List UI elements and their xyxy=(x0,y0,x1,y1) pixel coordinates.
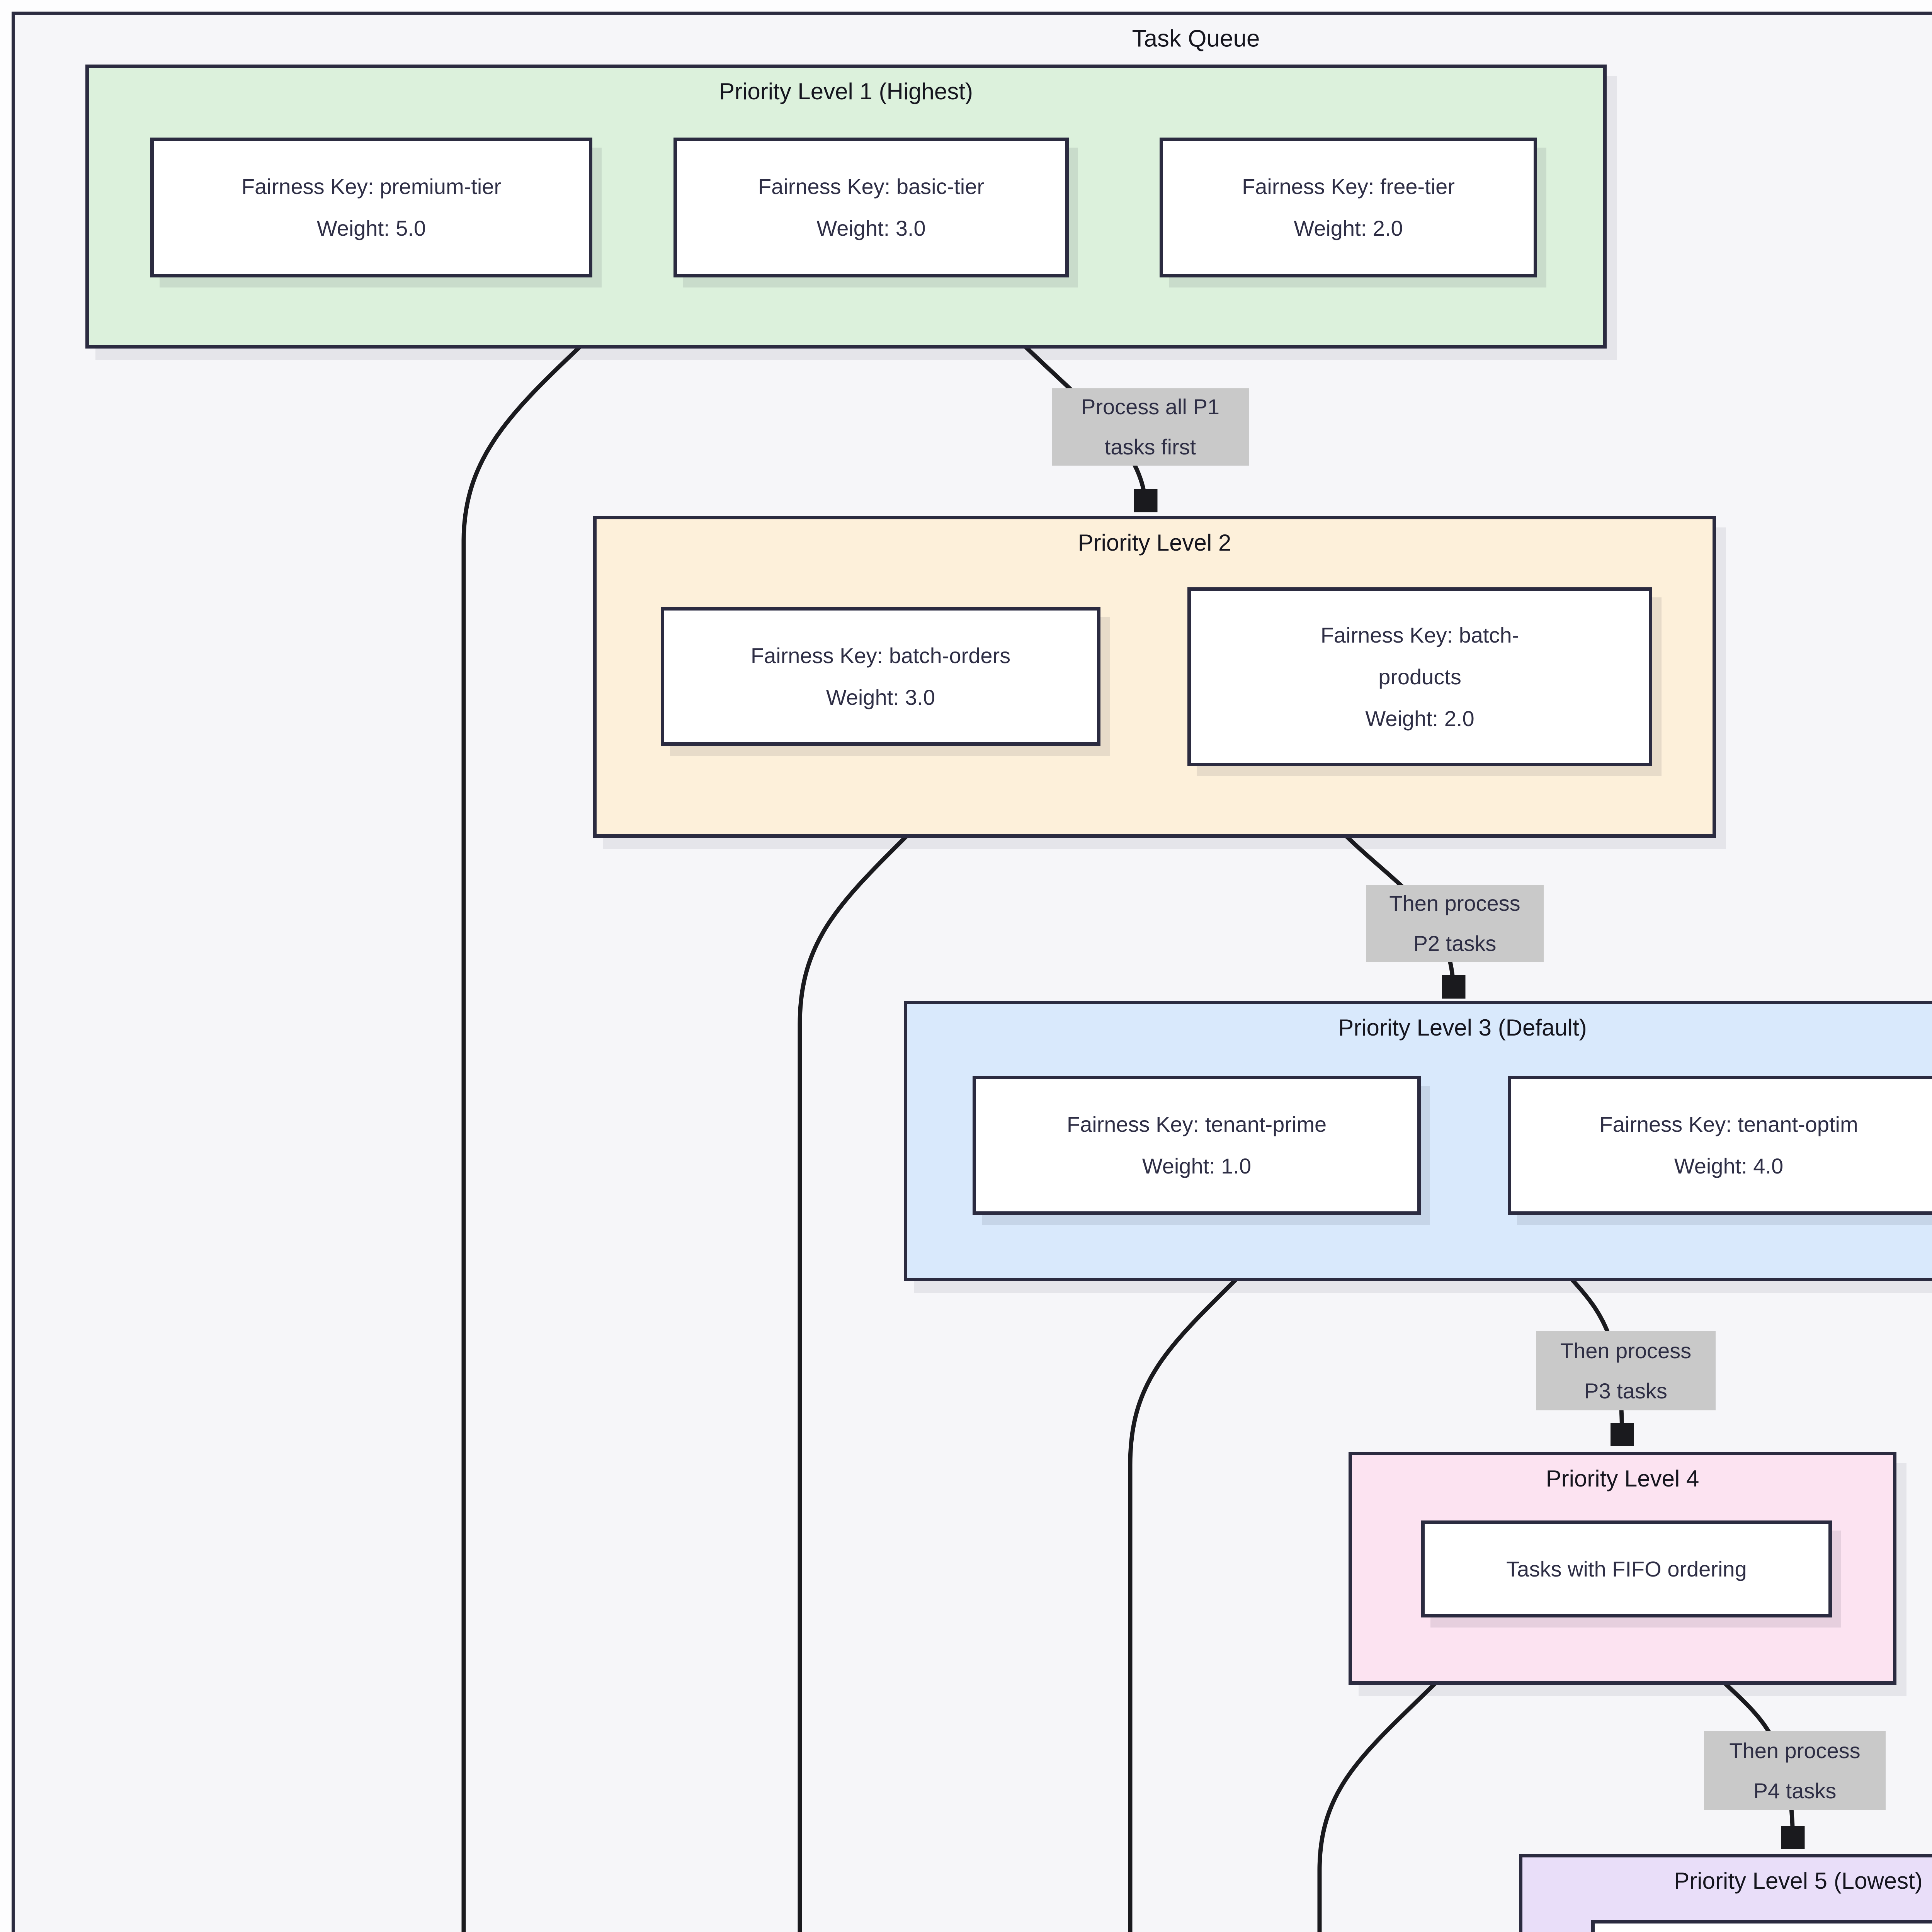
edge-p2-to-workers xyxy=(798,829,913,1932)
edge-p4-to-workers xyxy=(1317,1676,1442,1932)
node-tenant-prime: Fairness Key: tenant-prime Weight: 1.0 xyxy=(973,1076,1421,1215)
node-p5-fifo: Tasks with FIFO ordering xyxy=(1591,1920,1932,1932)
edge-label-line: Then process xyxy=(1560,1338,1692,1363)
edge-label-line: P4 tasks xyxy=(1753,1778,1837,1803)
priority-level-5-box: Priority Level 5 (Lowest) xyxy=(1519,1854,1932,1932)
node-text-line: Weight: 3.0 xyxy=(826,685,935,709)
priority-level-3-title: Priority Level 3 (Default) xyxy=(1338,1015,1587,1041)
node-text-line: Weight: 3.0 xyxy=(816,216,926,240)
priority-level-4-title: Priority Level 4 xyxy=(1546,1466,1699,1492)
edge-label-then-process-p2: Then process P2 tasks xyxy=(1366,885,1544,962)
edge-label-process-all-p1: Process all P1 tasks first xyxy=(1052,388,1249,466)
node-text-line: Weight: 4.0 xyxy=(1674,1154,1784,1178)
edge-label-line: tasks first xyxy=(1104,435,1196,459)
node-text-line: Fairness Key: batch- xyxy=(1320,622,1519,647)
node-text-line: Weight: 2.0 xyxy=(1365,706,1475,731)
edge-p3-to-workers xyxy=(1128,1273,1243,1932)
node-batch-products: Fairness Key: batch- products Weight: 2.… xyxy=(1187,587,1652,766)
node-text-line: Fairness Key: tenant-prime xyxy=(1066,1112,1327,1136)
node-text-line: products xyxy=(1378,664,1461,689)
node-premium-tier: Fairness Key: premium-tier Weight: 5.0 xyxy=(150,138,592,277)
node-text-line: Weight: 5.0 xyxy=(316,216,426,240)
priority-level-2-title: Priority Level 2 xyxy=(1078,530,1231,556)
node-text-line: Tasks with FIFO ordering xyxy=(1506,1556,1747,1581)
priority-level-1-title: Priority Level 1 (Highest) xyxy=(719,78,973,104)
diagram-title: Task Queue xyxy=(1132,25,1260,52)
node-tenant-optim: Fairness Key: tenant-optim Weight: 4.0 xyxy=(1508,1076,1932,1215)
node-text-line: Fairness Key: basic-tier xyxy=(758,174,985,199)
edge-label-then-process-p4: Then process P4 tasks xyxy=(1704,1731,1886,1810)
node-text-line: Fairness Key: tenant-optim xyxy=(1599,1112,1858,1136)
node-text-line: Weight: 2.0 xyxy=(1294,216,1403,240)
node-text-line: Weight: 1.0 xyxy=(1142,1154,1252,1178)
edge-label-line: P3 tasks xyxy=(1584,1378,1667,1403)
edge-label-line: P2 tasks xyxy=(1413,931,1497,956)
node-basic-tier: Fairness Key: basic-tier Weight: 3.0 xyxy=(673,138,1069,277)
edge-label-line: Then process xyxy=(1389,891,1520,915)
edge-label-line: Process all P1 xyxy=(1081,395,1219,419)
edge-p1-to-workers xyxy=(461,340,587,1932)
node-text-line: Fairness Key: free-tier xyxy=(1242,174,1455,199)
node-text-line: Fairness Key: premium-tier xyxy=(241,174,502,199)
node-p4-fifo: Tasks with FIFO ordering xyxy=(1421,1520,1832,1617)
node-text-line: Fairness Key: batch-orders xyxy=(750,643,1011,668)
node-batch-orders: Fairness Key: batch-orders Weight: 3.0 xyxy=(661,607,1100,746)
priority-level-5-title: Priority Level 5 (Lowest) xyxy=(1674,1868,1923,1894)
edge-label-then-process-p3: Then process P3 tasks xyxy=(1536,1331,1716,1410)
edge-label-line: Then process xyxy=(1729,1738,1861,1763)
node-free-tier: Fairness Key: free-tier Weight: 2.0 xyxy=(1160,138,1537,277)
